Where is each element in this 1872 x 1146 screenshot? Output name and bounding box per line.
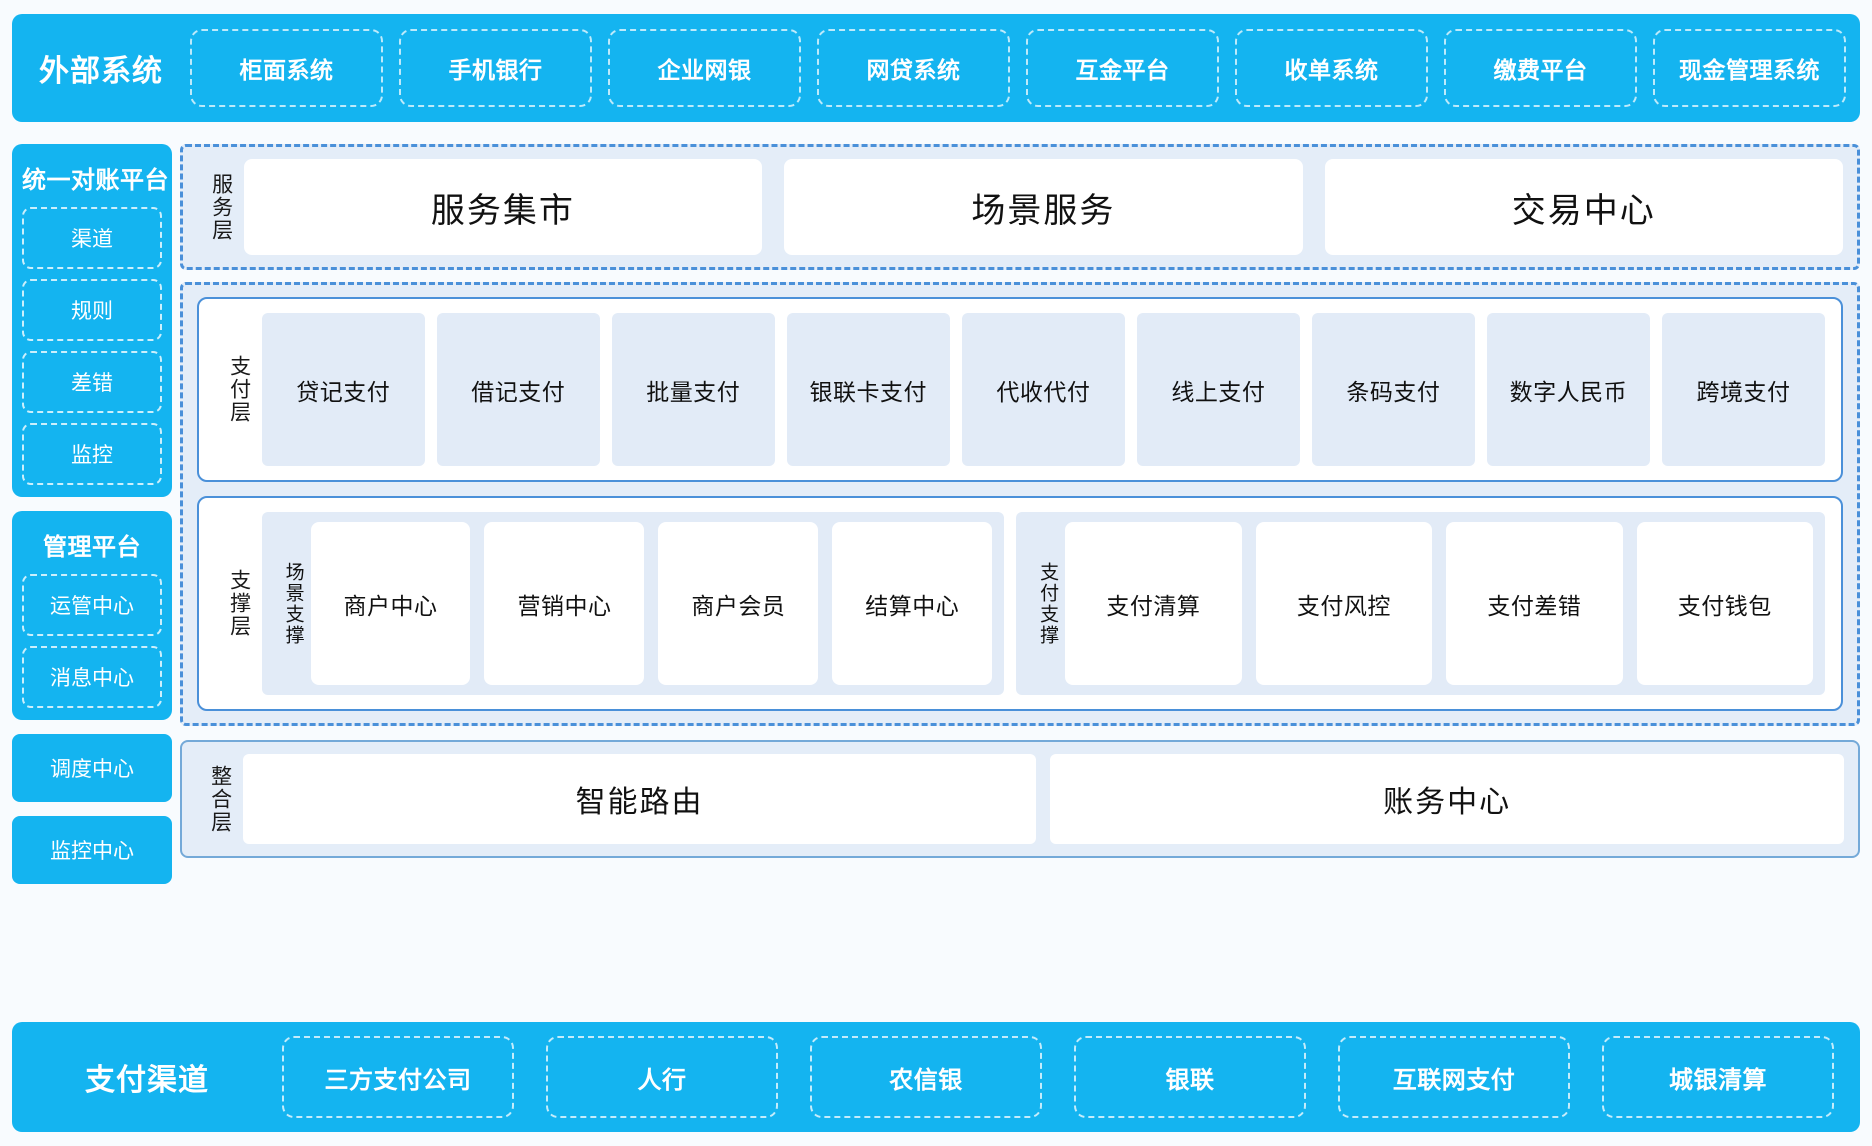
support-item-payment-error[interactable]: 支付差错 [1446,522,1623,685]
external-system-item[interactable]: 现金管理系统 [1653,29,1846,107]
payment-item-digital-rmb[interactable]: 数字人民币 [1486,313,1650,466]
service-layer: 服务层 服务集市 场景服务 交易中心 [180,144,1860,270]
support-item-payment-clearing[interactable]: 支付清算 [1065,522,1242,685]
payment-item-credit[interactable]: 贷记支付 [261,313,425,466]
payment-channels-list: 三方支付公司 人行 农信银 银联 互联网支付 城银清算 [282,1036,1834,1118]
payment-channel-item[interactable]: 互联网支付 [1338,1036,1570,1118]
payment-channel-item[interactable]: 三方支付公司 [282,1036,514,1118]
sidebar-panel-title: 统一对账平台 [22,167,169,194]
support-item-payment-risk[interactable]: 支付风控 [1255,522,1433,685]
payment-channel-item[interactable]: 人行 [546,1036,778,1118]
main-layers-column: 服务层 服务集市 场景服务 交易中心 支付层 贷记支付 借记支付 批量支付 银联… [180,144,1860,858]
external-system-item[interactable]: 收单系统 [1235,29,1428,107]
sidebar-item-message-center[interactable]: 消息中心 [22,646,162,708]
support-group-payment-items: 支付清算 支付风控 支付差错 支付钱包 [1065,522,1814,685]
payment-item-online[interactable]: 线上支付 [1136,313,1300,466]
support-item-settlement-center[interactable]: 结算中心 [832,522,993,685]
support-item-merchant-member[interactable]: 商户会员 [658,522,819,685]
external-system-item[interactable]: 网贷系统 [817,29,1010,107]
sidebar-item-scheduling-center[interactable]: 调度中心 [12,734,172,802]
external-system-item[interactable]: 企业网银 [608,29,801,107]
sidebar-panel-reconciliation: 统一对账平台 渠道 规则 差错 监控 [12,144,172,497]
service-item-scenario[interactable]: 场景服务 [784,159,1303,255]
payment-layer: 支付层 贷记支付 借记支付 批量支付 银联卡支付 代收代付 线上支付 条码支付 … [197,297,1843,482]
integration-item-accounting-center[interactable]: 账务中心 [1050,754,1845,844]
payment-layer-label: 支付层 [227,355,251,424]
support-group-scenario-label: 场景支撑 [282,561,304,646]
service-item-transaction-center[interactable]: 交易中心 [1324,159,1843,255]
support-layer-groups: 场景支撑 商户中心 营销中心 商户会员 结算中心 支付支撑 支付清算 支付风控 [261,512,1825,695]
payment-item-barcode[interactable]: 条码支付 [1311,313,1475,466]
payment-channel-item[interactable]: 城银清算 [1602,1036,1834,1118]
external-system-item[interactable]: 手机银行 [399,29,592,107]
integration-item-smart-routing[interactable]: 智能路由 [242,754,1037,844]
payment-channels-bar: 支付渠道 三方支付公司 人行 农信银 银联 互联网支付 城银清算 [12,1022,1860,1132]
payment-channel-item[interactable]: 银联 [1074,1036,1306,1118]
payment-item-debit[interactable]: 借记支付 [436,313,600,466]
external-systems-title: 外部系统 [39,55,163,88]
support-group-payment: 支付支撑 支付清算 支付风控 支付差错 支付钱包 [1016,512,1825,695]
sidebar-panel-title: 管理平台 [43,534,141,561]
payment-channel-item[interactable]: 农信银 [810,1036,1042,1118]
support-layer-label: 支撑层 [227,569,251,638]
integration-layer-items: 智能路由 账务中心 [242,754,1845,844]
payment-layer-items: 贷记支付 借记支付 批量支付 银联卡支付 代收代付 线上支付 条码支付 数字人民… [261,313,1825,466]
external-system-item[interactable]: 缴费平台 [1444,29,1637,107]
sidebar-item-operations-center[interactable]: 运管中心 [22,574,162,636]
sidebar-item-rule[interactable]: 规则 [22,279,162,341]
external-system-item[interactable]: 互金平台 [1026,29,1219,107]
external-systems-bar: 外部系统 柜面系统 手机银行 企业网银 网贷系统 互金平台 收单系统 缴费平台 … [12,14,1860,122]
support-group-scenario-items: 商户中心 营销中心 商户会员 结算中心 [310,522,993,685]
service-layer-label: 服务层 [209,172,233,242]
external-systems-list: 柜面系统 手机银行 企业网银 网贷系统 互金平台 收单系统 缴费平台 现金管理系… [190,29,1846,107]
service-layer-items: 服务集市 场景服务 交易中心 [243,159,1843,255]
support-layer: 支撑层 场景支撑 商户中心 营销中心 商户会员 结算中心 支付支撑 [197,496,1843,711]
payment-item-cross-border[interactable]: 跨境支付 [1661,313,1825,466]
service-item-marketplace[interactable]: 服务集市 [243,159,763,255]
sidebar-item-monitoring-center[interactable]: 监控中心 [12,816,172,884]
payment-item-batch[interactable]: 批量支付 [611,313,775,466]
support-group-payment-label: 支付支撑 [1037,561,1059,646]
payment-item-collection-payment[interactable]: 代收代付 [961,313,1125,466]
support-item-payment-wallet[interactable]: 支付钱包 [1636,522,1814,685]
integration-layer: 整合层 智能路由 账务中心 [180,740,1860,858]
support-item-marketing-center[interactable]: 营销中心 [484,522,645,685]
external-system-item[interactable]: 柜面系统 [190,29,383,107]
payment-channels-title: 支付渠道 [85,1064,209,1097]
sidebar-panel-management: 管理平台 运管中心 消息中心 [12,511,172,720]
integration-layer-label: 整合层 [208,764,232,834]
sidebar-item-error[interactable]: 差错 [22,351,162,413]
sidebar-item-monitor[interactable]: 监控 [22,423,162,485]
support-item-merchant-center[interactable]: 商户中心 [310,522,471,685]
sidebar-item-channel[interactable]: 渠道 [22,207,162,269]
left-sidebar: 统一对账平台 渠道 规则 差错 监控 管理平台 运管中心 消息中心 调度中心 监… [12,144,172,898]
core-platform-group: 支付层 贷记支付 借记支付 批量支付 银联卡支付 代收代付 线上支付 条码支付 … [180,282,1860,726]
support-group-scenario: 场景支撑 商户中心 营销中心 商户会员 结算中心 [261,512,1005,695]
payment-item-unionpay-card[interactable]: 银联卡支付 [786,313,950,466]
